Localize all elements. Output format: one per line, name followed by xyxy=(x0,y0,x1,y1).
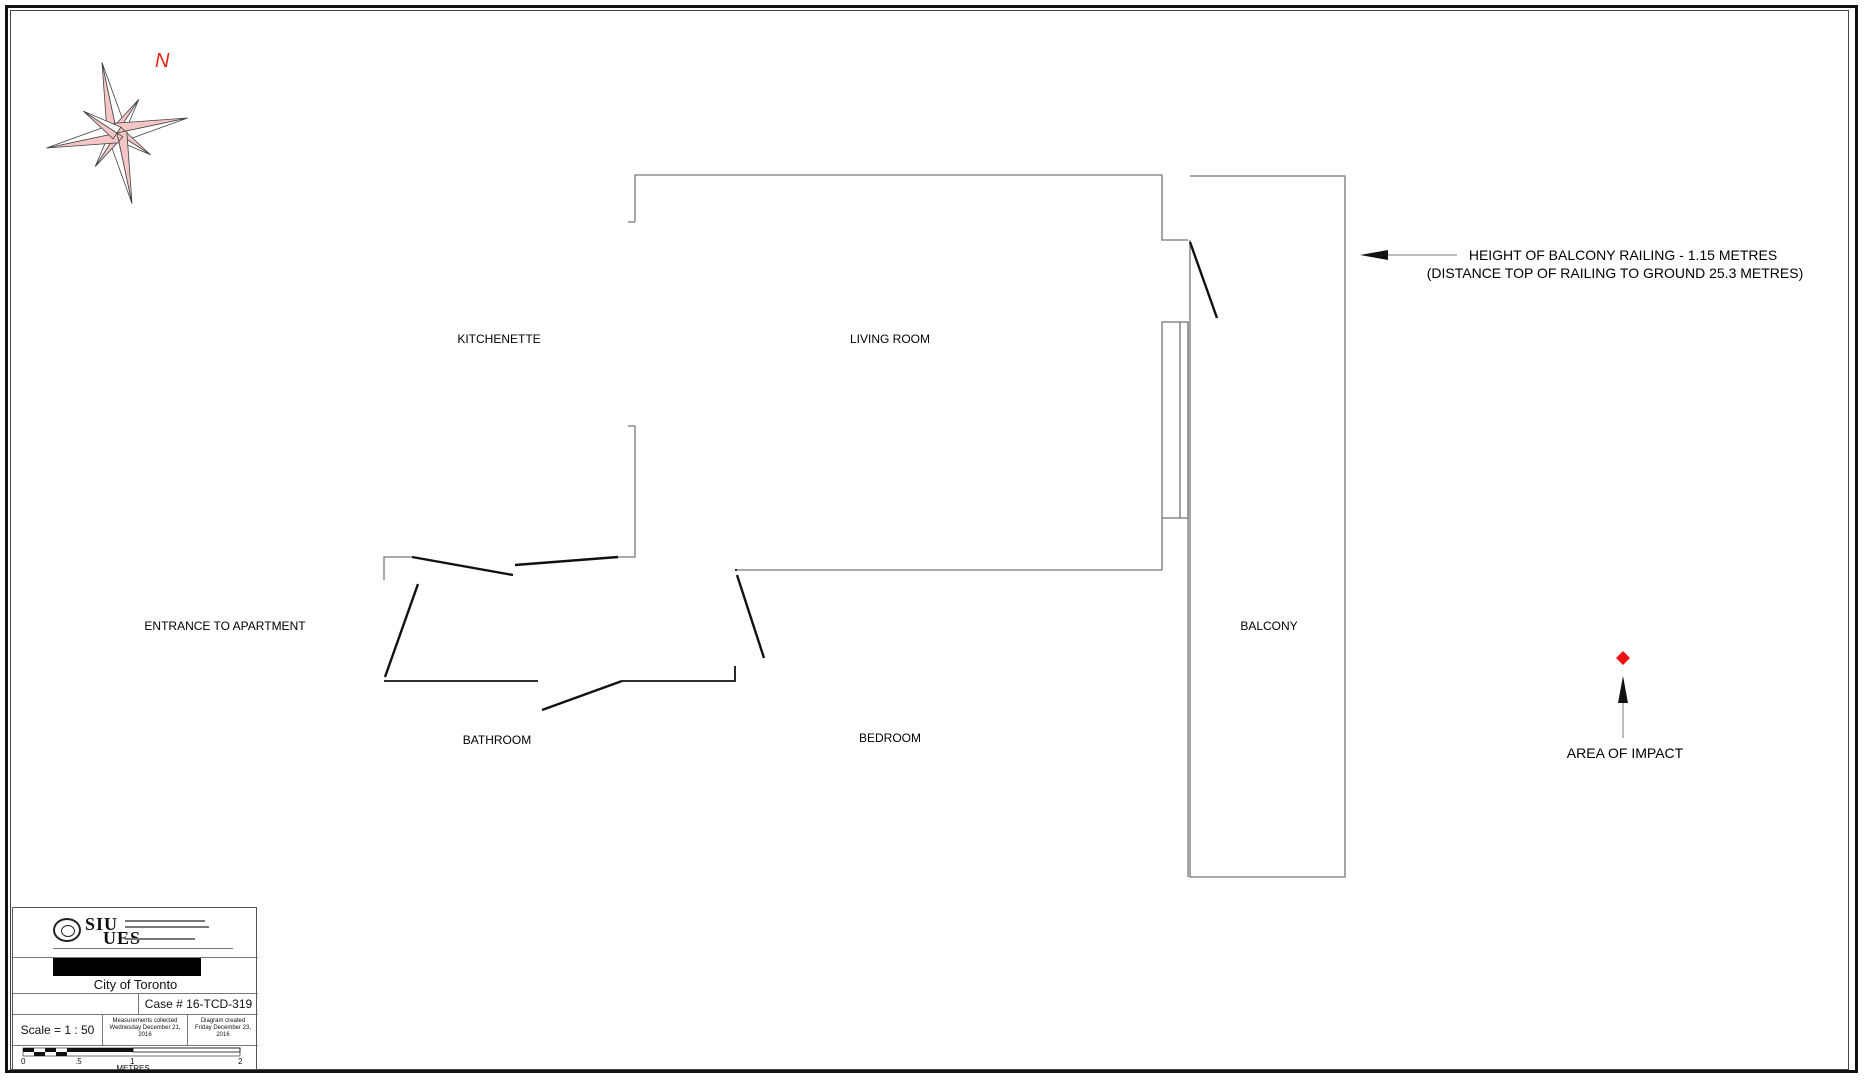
sliding-door xyxy=(1161,321,1189,519)
entrance-door xyxy=(383,583,420,678)
title-info-row: Scale = 1 : 50 Measurements collected We… xyxy=(13,1014,258,1046)
kitchen-lower-wall xyxy=(618,425,636,558)
created-line: Diagram created xyxy=(200,1018,246,1024)
compass-point xyxy=(83,110,122,134)
siu-seal-icon xyxy=(53,918,81,942)
living-room-top-wall xyxy=(634,174,1188,241)
scale-tick-label: 2 xyxy=(238,1057,243,1066)
compass-rose-icon: N xyxy=(46,50,188,204)
impact-arrow-icon xyxy=(1618,676,1628,738)
north-label: N xyxy=(155,50,170,72)
logo-fine-print xyxy=(125,938,195,940)
walls xyxy=(383,174,1346,878)
scale-tick-label: 1 xyxy=(130,1057,135,1066)
entrance-wall xyxy=(383,556,412,580)
logo-siu: SIU xyxy=(85,914,119,934)
bathroom-door xyxy=(541,679,623,712)
impact-marker-icon xyxy=(1616,651,1630,665)
dark-walls xyxy=(384,569,737,682)
kitchen-door-left xyxy=(411,555,514,577)
scale-tick-label: .5 xyxy=(75,1057,82,1066)
siu-logo: SIU UES xyxy=(13,908,258,958)
drawing-inner-border xyxy=(10,10,1849,1070)
railing-note-line1: HEIGHT OF BALCONY RAILING - 1.15 METRES xyxy=(1469,247,1777,263)
case-number: Case # 16-TCD-319 xyxy=(138,994,258,1014)
measurements-date: Measurements collected Wednesday Decembe… xyxy=(103,1015,188,1045)
measurements-line: Wednesday December 21, xyxy=(109,1025,181,1031)
measurements-line: 2016 xyxy=(138,1032,152,1038)
label-bedroom: BEDROOM xyxy=(859,731,921,745)
kitchen-door-right xyxy=(514,555,619,567)
scale-tick-label: 0 xyxy=(21,1057,26,1066)
railing-note-line2: (DISTANCE TOP OF RAILING TO GROUND 25.3 … xyxy=(1427,265,1804,281)
scale-units: METRES xyxy=(116,1064,150,1073)
scale-ratio: Scale = 1 : 50 xyxy=(13,1015,103,1045)
logo-ues: UES xyxy=(103,928,142,948)
created-date: Diagram created Friday December 23, 2016 xyxy=(188,1015,258,1045)
drawing-border xyxy=(5,5,1858,1073)
logo-fine-print xyxy=(125,920,205,922)
label-bathroom: BATHROOM xyxy=(463,733,531,747)
title-block: SIU UES City of Toronto Case # 16-TCD-31… xyxy=(12,907,258,1073)
label-living-room: LIVING ROOM xyxy=(850,332,930,346)
balcony-outline xyxy=(1189,175,1346,878)
impact-label: AREA OF IMPACT xyxy=(1567,745,1684,761)
logo-fine-print xyxy=(125,926,209,928)
logo-fine-print xyxy=(53,948,233,949)
bedroom-door xyxy=(735,574,766,659)
label-balcony: BALCONY xyxy=(1240,619,1297,633)
railing-arrow-icon xyxy=(1360,250,1457,260)
balcony-door xyxy=(1188,241,1219,319)
label-entrance: ENTRANCE TO APARTMENT xyxy=(144,619,306,633)
created-line: Friday December 23, xyxy=(194,1025,252,1031)
scale-bar: 0 .5 1 2 METRES xyxy=(13,1046,258,1073)
bathroom-bottom-wall xyxy=(622,666,736,682)
scale-bar-graphic xyxy=(22,1047,241,1057)
doors xyxy=(383,241,1219,712)
created-line: 2016 xyxy=(216,1032,230,1038)
measurements-line: Measurements collected xyxy=(112,1018,178,1024)
city-name: City of Toronto xyxy=(13,976,258,994)
redacted-bar xyxy=(53,958,201,976)
bedroom-top-wall xyxy=(737,518,1163,571)
label-kitchenette: KITCHENETTE xyxy=(457,332,540,346)
